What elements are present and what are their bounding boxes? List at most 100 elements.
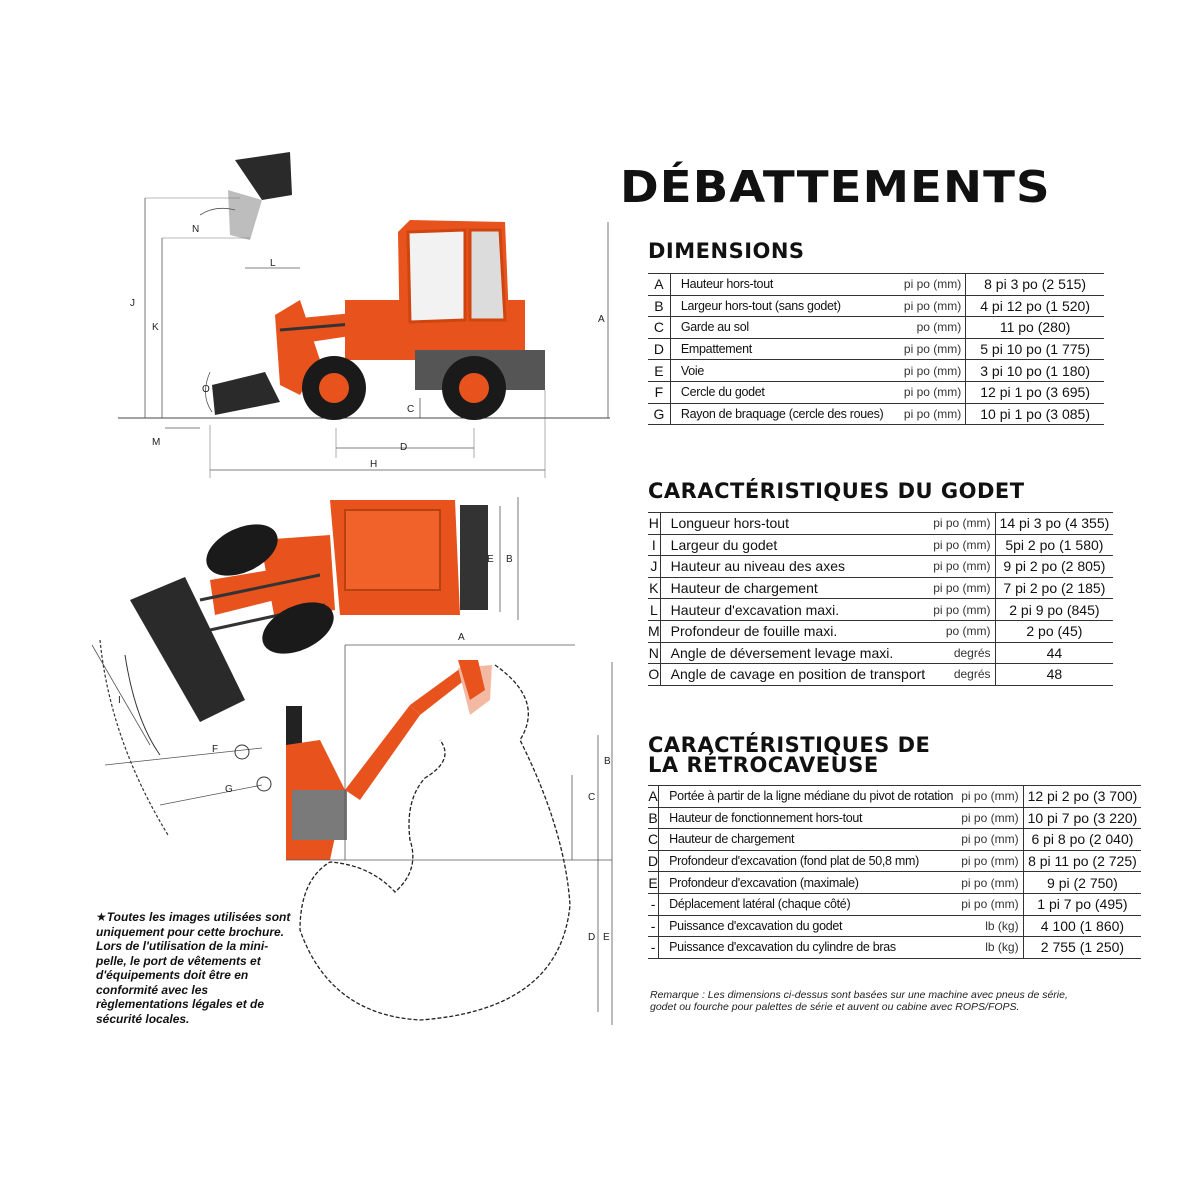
- row-code: F: [648, 381, 671, 404]
- row-label: Profondeur d'excavation (fond plat de 50…: [658, 850, 958, 873]
- row-code: C: [648, 828, 660, 851]
- row-unit: pi po (mm): [929, 577, 996, 600]
- row-code: A: [648, 785, 660, 808]
- side-label-k: K: [152, 322, 159, 333]
- row-label: Puissance d'excavation du godet: [658, 915, 958, 938]
- backhoe-title-line1: CARACTÉRISTIQUES DE: [648, 733, 931, 757]
- row-value: 5 pi 10 po (1 775): [965, 338, 1104, 361]
- row-label: Profondeur d'excavation (maximale): [658, 871, 958, 894]
- top-label-b: B: [506, 554, 513, 565]
- row-unit: pi po (mm): [957, 871, 1024, 894]
- top-view-diagram: E B I F G: [91, 497, 519, 836]
- row-code: E: [648, 871, 660, 894]
- side-label-n: N: [192, 224, 199, 235]
- row-code: O: [648, 663, 661, 686]
- row-value: 3 pi 10 po (1 180): [965, 359, 1104, 382]
- row-label: Hauteur de chargement: [660, 577, 930, 600]
- row-value: 4 pi 12 po (1 520): [965, 295, 1104, 318]
- row-code: -: [648, 936, 660, 959]
- table-row: -Puissance d'excavation du cylindre de b…: [648, 936, 1142, 959]
- row-unit: degrés: [929, 663, 996, 686]
- side-label-l: L: [270, 258, 276, 269]
- row-code: -: [648, 893, 660, 916]
- row-unit: pi po (mm): [929, 598, 996, 621]
- row-value: 1 pi 7 po (495): [1023, 893, 1142, 916]
- row-unit: pi po (mm): [957, 893, 1024, 916]
- row-unit: pi po (mm): [887, 273, 967, 296]
- row-value: 9 pi (2 750): [1023, 871, 1142, 894]
- row-value: 2 pi 9 po (845): [995, 598, 1114, 621]
- backhoe-title-line2: LA RÉTROCAVEUSE: [648, 753, 879, 777]
- row-code: B: [648, 295, 671, 318]
- row-value: 2 755 (1 250): [1023, 936, 1142, 959]
- row-unit: pi po (mm): [957, 850, 1024, 873]
- side-label-a: A: [598, 314, 605, 325]
- row-code: D: [648, 850, 660, 873]
- row-code: B: [648, 807, 660, 830]
- top-label-i: I: [118, 695, 121, 706]
- bucket-title: CARACTÉRISTIQUES DU GODET: [648, 479, 1025, 503]
- row-value: 44: [995, 642, 1114, 665]
- table-row: -Déplacement latéral (chaque côté)pi po …: [648, 893, 1142, 916]
- row-value: 12 pi 1 po (3 695): [965, 381, 1104, 404]
- row-code: L: [648, 598, 661, 621]
- row-code: G: [648, 403, 671, 426]
- row-value: 10 pi 1 po (3 085): [965, 403, 1104, 426]
- side-label-m: M: [152, 437, 160, 448]
- row-code: A: [648, 273, 671, 296]
- row-value: 8 pi 11 po (2 725): [1023, 850, 1142, 873]
- row-label: Hauteur hors-tout: [670, 273, 888, 296]
- row-label: Empattement: [670, 338, 888, 361]
- row-unit: lb (kg): [957, 915, 1024, 938]
- backhoe-label-e: E: [603, 932, 610, 943]
- row-label: Largeur hors-tout (sans godet): [670, 295, 888, 318]
- backhoe-label-b: B: [604, 756, 611, 767]
- row-code: -: [648, 915, 660, 938]
- row-label: Puissance d'excavation du cylindre de br…: [658, 936, 958, 959]
- row-value: 7 pi 2 po (2 185): [995, 577, 1114, 600]
- row-code: H: [648, 512, 661, 535]
- side-label-o: O: [202, 384, 210, 395]
- side-label-j: J: [130, 298, 135, 309]
- row-code: D: [648, 338, 671, 361]
- dimensions-title: DIMENSIONS: [648, 239, 805, 263]
- top-label-e: E: [487, 554, 494, 565]
- row-label: Hauteur de chargement: [658, 828, 958, 851]
- row-label: Profondeur de fouille maxi.: [660, 620, 930, 643]
- row-code: E: [648, 359, 671, 382]
- top-label-f: F: [212, 744, 218, 755]
- row-label: Longueur hors-tout: [660, 512, 930, 535]
- row-unit: pi po (mm): [887, 403, 967, 426]
- backhoe-label-a: A: [458, 632, 465, 643]
- row-code: K: [648, 577, 661, 600]
- backhoe-label-d: D: [588, 932, 595, 943]
- row-value: 11 po (280): [965, 316, 1104, 339]
- row-code: C: [648, 316, 671, 339]
- row-code: N: [648, 642, 661, 665]
- row-code: J: [648, 555, 661, 578]
- row-value: 12 pi 2 po (3 700): [1023, 785, 1142, 808]
- row-label: Hauteur au niveau des axes: [660, 555, 930, 578]
- side-label-h: H: [370, 459, 377, 470]
- row-code: M: [648, 620, 661, 643]
- row-unit: pi po (mm): [957, 785, 1024, 808]
- row-label: Hauteur d'excavation maxi.: [660, 598, 930, 621]
- row-value: 2 po (45): [995, 620, 1114, 643]
